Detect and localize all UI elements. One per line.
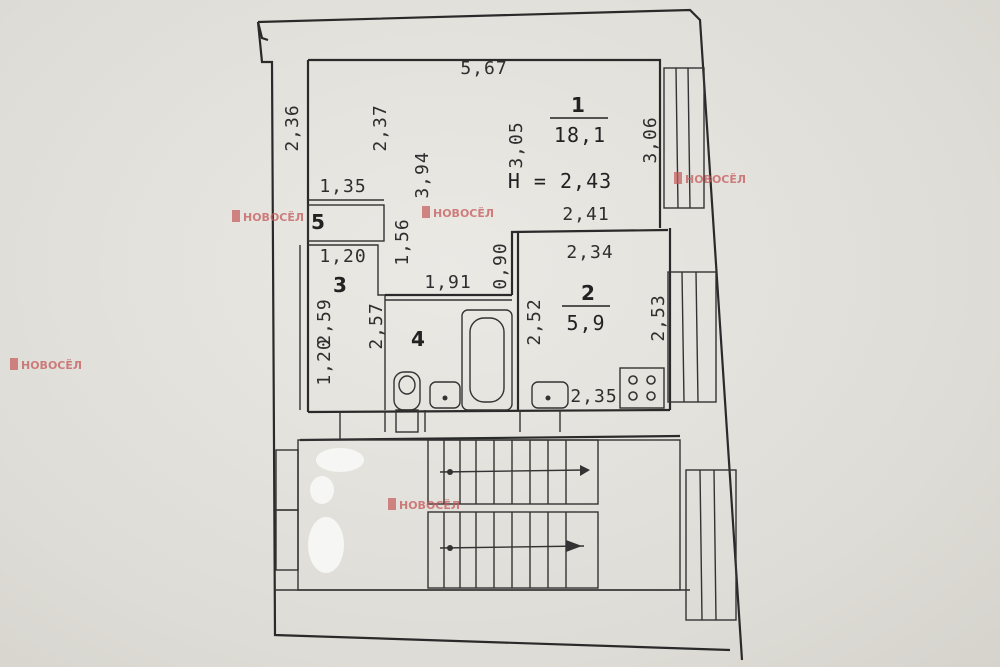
svg-text:НОВОСЁЛ: НОВОСЁЛ	[243, 210, 304, 224]
dim-left-upper-inner: 2,37	[370, 104, 391, 151]
dim-kitchen-top-a: 2,41	[562, 204, 609, 225]
watermark-5: НОВОСЁЛ	[388, 498, 460, 512]
dim-room5-width: 1,35	[319, 176, 366, 197]
toilet	[393, 371, 421, 433]
stove	[619, 367, 665, 409]
dim-room3-width: 1,20	[319, 246, 366, 267]
svg-text:НОВОСЁЛ: НОВОСЁЛ	[433, 206, 494, 220]
dim-kitchen-bottom: 2,35	[570, 386, 617, 407]
watermark-3: НОВОСЁЛ	[674, 172, 746, 186]
dim-left-upper: 2,36	[282, 104, 303, 151]
dim-room3-left: 2,59	[314, 298, 335, 345]
outer-walls	[256, 8, 744, 661]
dim-room1-right-b: 3,06	[640, 116, 661, 163]
dim-kitchen-left: 2,52	[524, 298, 545, 345]
svg-text:НОВОСЁЛ: НОВОСЁЛ	[21, 358, 82, 372]
bathroom-sink	[429, 381, 461, 409]
svg-text:НОВОСЁЛ: НОВОСЁЛ	[399, 498, 460, 512]
dim-top-width: 5,67	[460, 58, 507, 79]
watermark-1: НОВОСЁЛ	[232, 210, 304, 224]
room-2-area: 5,9	[566, 311, 605, 335]
room-3-walls	[299, 244, 386, 410]
dim-room5-height: 1,56	[392, 218, 413, 265]
room-4-number: 4	[411, 327, 425, 351]
room-2-number: 2	[581, 281, 595, 305]
dim-room3-right: 2,57	[366, 302, 387, 349]
room-5-number: 5	[311, 210, 325, 234]
ceiling-height-label: H = 2,43	[508, 169, 612, 193]
dim-door-width: 0,90	[490, 242, 511, 289]
right-window-hatching	[663, 67, 737, 621]
dim-center-vertical: 3,94	[412, 151, 433, 198]
stairwell	[275, 439, 690, 591]
dim-kitchen-top-b: 2,34	[566, 242, 613, 263]
svg-text:НОВОСЁЛ: НОВОСЁЛ	[685, 172, 746, 186]
dim-room3-bottom: 1,20	[314, 338, 335, 385]
room-1-area: 18,1	[554, 123, 606, 147]
room-1-number: 1	[571, 93, 585, 117]
partitions	[385, 228, 669, 410]
room-5-walls	[307, 199, 385, 242]
watermark-2: НОВОСЁЛ	[422, 206, 494, 220]
kitchen-sink	[531, 381, 569, 409]
dim-kitchen-right: 2,53	[648, 294, 669, 341]
door-openings	[339, 410, 561, 440]
dim-room1-right-a: 3,05	[506, 121, 527, 168]
watermark-4: НОВОСЁЛ	[10, 358, 82, 372]
white-out-patches	[308, 448, 364, 573]
room-3-number: 3	[333, 273, 347, 297]
bathtub	[461, 309, 513, 411]
dim-corridor-width: 1,91	[424, 272, 471, 293]
